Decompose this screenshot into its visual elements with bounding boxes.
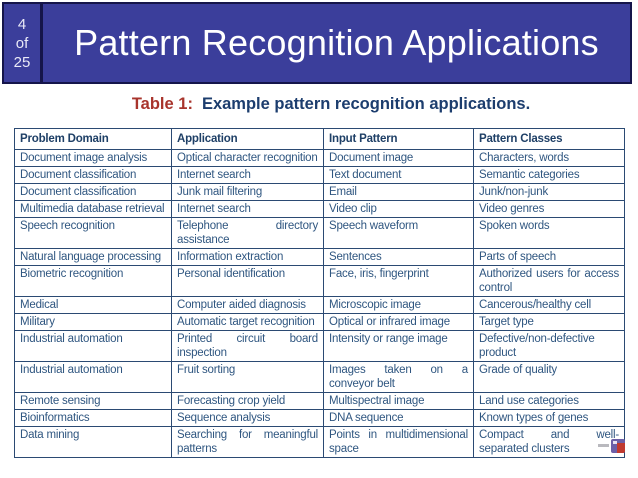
table-cell: Spoken words — [473, 217, 625, 249]
table-cell: Computer aided diagnosis — [171, 296, 324, 314]
table-cell: Internet search — [171, 166, 324, 184]
table-cell: Characters, words — [473, 149, 625, 167]
table-cell: Telephone directory assistance — [171, 217, 324, 249]
table-cell: Medical — [14, 296, 172, 314]
table-cell: Optical character recognition — [171, 149, 324, 167]
table-cell: Microscopic image — [323, 296, 474, 314]
table-caption: Table 1: Example pattern recognition appl… — [26, 95, 636, 114]
table-cell: Junk mail filtering — [171, 183, 324, 201]
table-cell: Internet search — [171, 200, 324, 218]
table-cell: Email — [323, 183, 474, 201]
table-cell: Searching for meaningful patterns — [171, 426, 324, 458]
column-header: Problem Domain — [14, 128, 172, 150]
table-cell: Junk/non-junk — [473, 183, 625, 201]
slide-title: Pattern Recognition Applications — [74, 22, 599, 63]
page-counter: 4 of 25 — [4, 4, 43, 82]
table-cell: Multispectral image — [323, 392, 474, 410]
table-cell: Document classification — [14, 183, 172, 201]
table-cell: Document image analysis — [14, 149, 172, 167]
table-cell: Intensity or range image — [323, 330, 474, 362]
table-cell: Land use categories — [473, 392, 625, 410]
page-number-current: 4 — [17, 15, 27, 33]
table-cell: Face, iris, fingerprint — [323, 265, 474, 297]
page-number-total: 25 — [13, 53, 31, 71]
table-cell: Video genres — [473, 200, 625, 218]
table-cell: Personal identification — [171, 265, 324, 297]
slide-header: 4 of 25 Pattern Recognition Applications — [2, 2, 632, 84]
table-cell: Known types of genes — [473, 409, 625, 427]
table-cell: Document image — [323, 149, 474, 167]
table-cell: Speech waveform — [323, 217, 474, 249]
table-cell: DNA sequence — [323, 409, 474, 427]
table-cell: Industrial automation — [14, 330, 172, 362]
table-cell: Military — [14, 313, 172, 331]
table-cell: Video clip — [323, 200, 474, 218]
table-cell: Images taken on a conveyor belt — [323, 361, 474, 393]
column-header: Input Pattern — [323, 128, 474, 150]
table-cell: Text document — [323, 166, 474, 184]
table-cell: Printed circuit board inspection — [171, 330, 324, 362]
logo-dash — [598, 444, 609, 447]
table-cell: Compact and well-separated clusters — [473, 426, 625, 458]
column-header: Pattern Classes — [473, 128, 625, 150]
table-cell: Biometric recognition — [14, 265, 172, 297]
table-cell: Automatic target recognition — [171, 313, 324, 331]
table-cell: Document classification — [14, 166, 172, 184]
table-cell: Defective/non-defective product — [473, 330, 625, 362]
table-cell: Parts of speech — [473, 248, 625, 266]
table-cell: Grade of quality — [473, 361, 625, 393]
title-area: Pattern Recognition Applications — [43, 4, 630, 82]
slide-logo-icon — [611, 439, 625, 453]
table-cell: Multimedia database retrieval — [14, 200, 172, 218]
column-header: Application — [171, 128, 324, 150]
table-cell: Cancerous/healthy cell — [473, 296, 625, 314]
table-cell: Sequence analysis — [171, 409, 324, 427]
table-cell: Forecasting crop yield — [171, 392, 324, 410]
table-cell: Industrial automation — [14, 361, 172, 393]
table-cell: Data mining — [14, 426, 172, 458]
page-number-of-label: of — [15, 34, 29, 52]
table-cell: Remote sensing — [14, 392, 172, 410]
table-cell: Sentences — [323, 248, 474, 266]
table-caption-text: Example pattern recognition applications… — [201, 95, 531, 113]
table-cell: Information extraction — [171, 248, 324, 266]
table-cell: Points in multidimensional space — [323, 426, 474, 458]
table-cell: Target type — [473, 313, 625, 331]
table-cell: Authorized users for access control — [473, 265, 625, 297]
table-cell: Natural language processing — [14, 248, 172, 266]
table-cell: Fruit sorting — [171, 361, 324, 393]
table-cell: Speech recognition — [14, 217, 172, 249]
table-caption-label: Table 1: — [131, 95, 193, 113]
table-cell: Optical or infrared image — [323, 313, 474, 331]
table-cell: Semantic categories — [473, 166, 625, 184]
table-cell: Bioinformatics — [14, 409, 172, 427]
